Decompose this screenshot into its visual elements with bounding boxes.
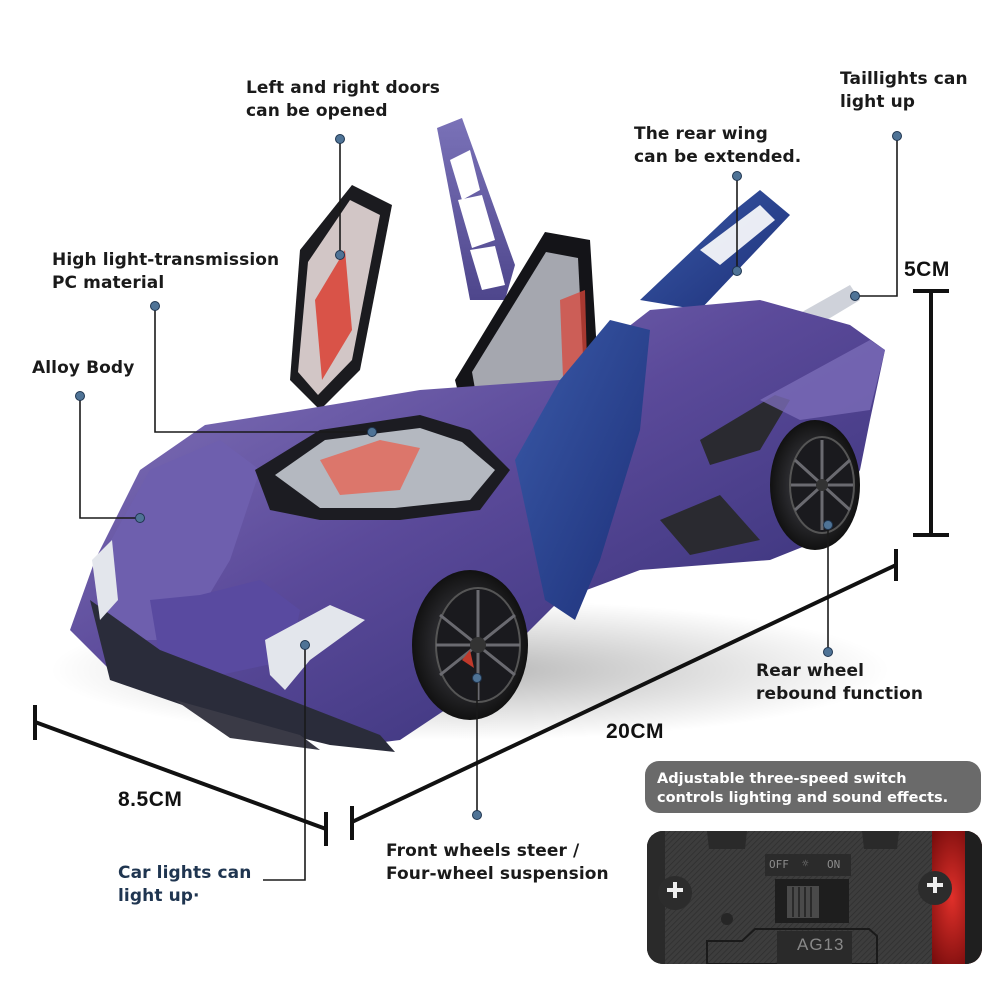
callout-car-lights-line-1: Car lights can [118,863,252,883]
right-door-panel [437,118,515,300]
callout-pc-material-line-1: High light-transmission [52,250,280,270]
callout-rear-wheel-line-2: rebound function [756,684,924,704]
callout-alloy-body: Alloy Body [32,357,134,380]
callout-rear-wing-line-1: The rear wing [634,124,768,144]
callout-alloy-body-line-1: Alloy Body [32,358,135,378]
callout-front-wheels-line-1: Front wheels steer / [386,841,580,861]
callout-car-lights: Car lights can light up· [118,862,251,908]
callout-dot-alloy-body [75,391,85,401]
switch-caption-line-1: Adjustable three-speed switch [657,771,907,787]
headlight-right [265,605,365,690]
callout-rear-wheel: Rear wheel rebound function [756,660,923,706]
callout-dot-rear-wheel [823,520,833,530]
callout-rear-wheel-line-1: Rear wheel [756,661,865,681]
headlight-left [92,540,118,620]
callout-front-wheels: Front wheels steer / Four-wheel suspensi… [386,840,609,886]
callout-dot-rear-wing [732,171,742,181]
left-door [290,185,392,410]
callout-doors-line-1: Left and right doors [246,78,441,98]
callout-dot-pc-material [150,301,160,311]
length-dimension-line [351,563,897,824]
callout-dot-taillights [892,131,902,141]
switch-light-icon: ☼ [802,857,809,870]
length-dimension-label: 20CM [606,720,665,743]
callout-taillights: Taillights can light up [840,68,968,114]
switch-caption-line-2: controls lighting and sound effects. [657,790,949,806]
callout-doors: Left and right doors can be opened [246,77,440,123]
callout-rear-wing-line-2: can be extended. [634,147,802,167]
callout-taillights-line-1: Taillights can [840,69,968,89]
callout-car-lights-line-2: light up· [118,886,200,906]
callout-front-wheels-line-2: Four-wheel suspension [386,864,609,884]
width-dimension-line [34,720,327,831]
switch-off-label: OFF [769,858,789,871]
front-wheel [412,570,528,720]
callout-dot-front-wheels [472,673,482,683]
callout-dot-car-lights [300,640,310,650]
switch-on-label: ON [827,858,841,871]
width-dimension-label: 8.5CM [118,788,183,811]
callout-rear-wing: The rear wing can be extended. [634,123,801,169]
callout-pc-material-line-2: PC material [52,273,165,293]
rear-wheel [770,420,860,550]
switch-inset-photo: OFF ☼ ON AG13 [647,831,982,964]
callout-pc-material: High light-transmission PC material [52,249,279,295]
callout-dot-doors [335,134,345,144]
callout-taillights-line-2: light up [840,92,916,112]
height-dimension-label: 5CM [904,258,950,281]
callout-doors-line-2: can be opened [246,101,388,121]
battery-model-code: AG13 [797,935,845,954]
switch-caption: Adjustable three-speed switch controls l… [645,761,981,813]
